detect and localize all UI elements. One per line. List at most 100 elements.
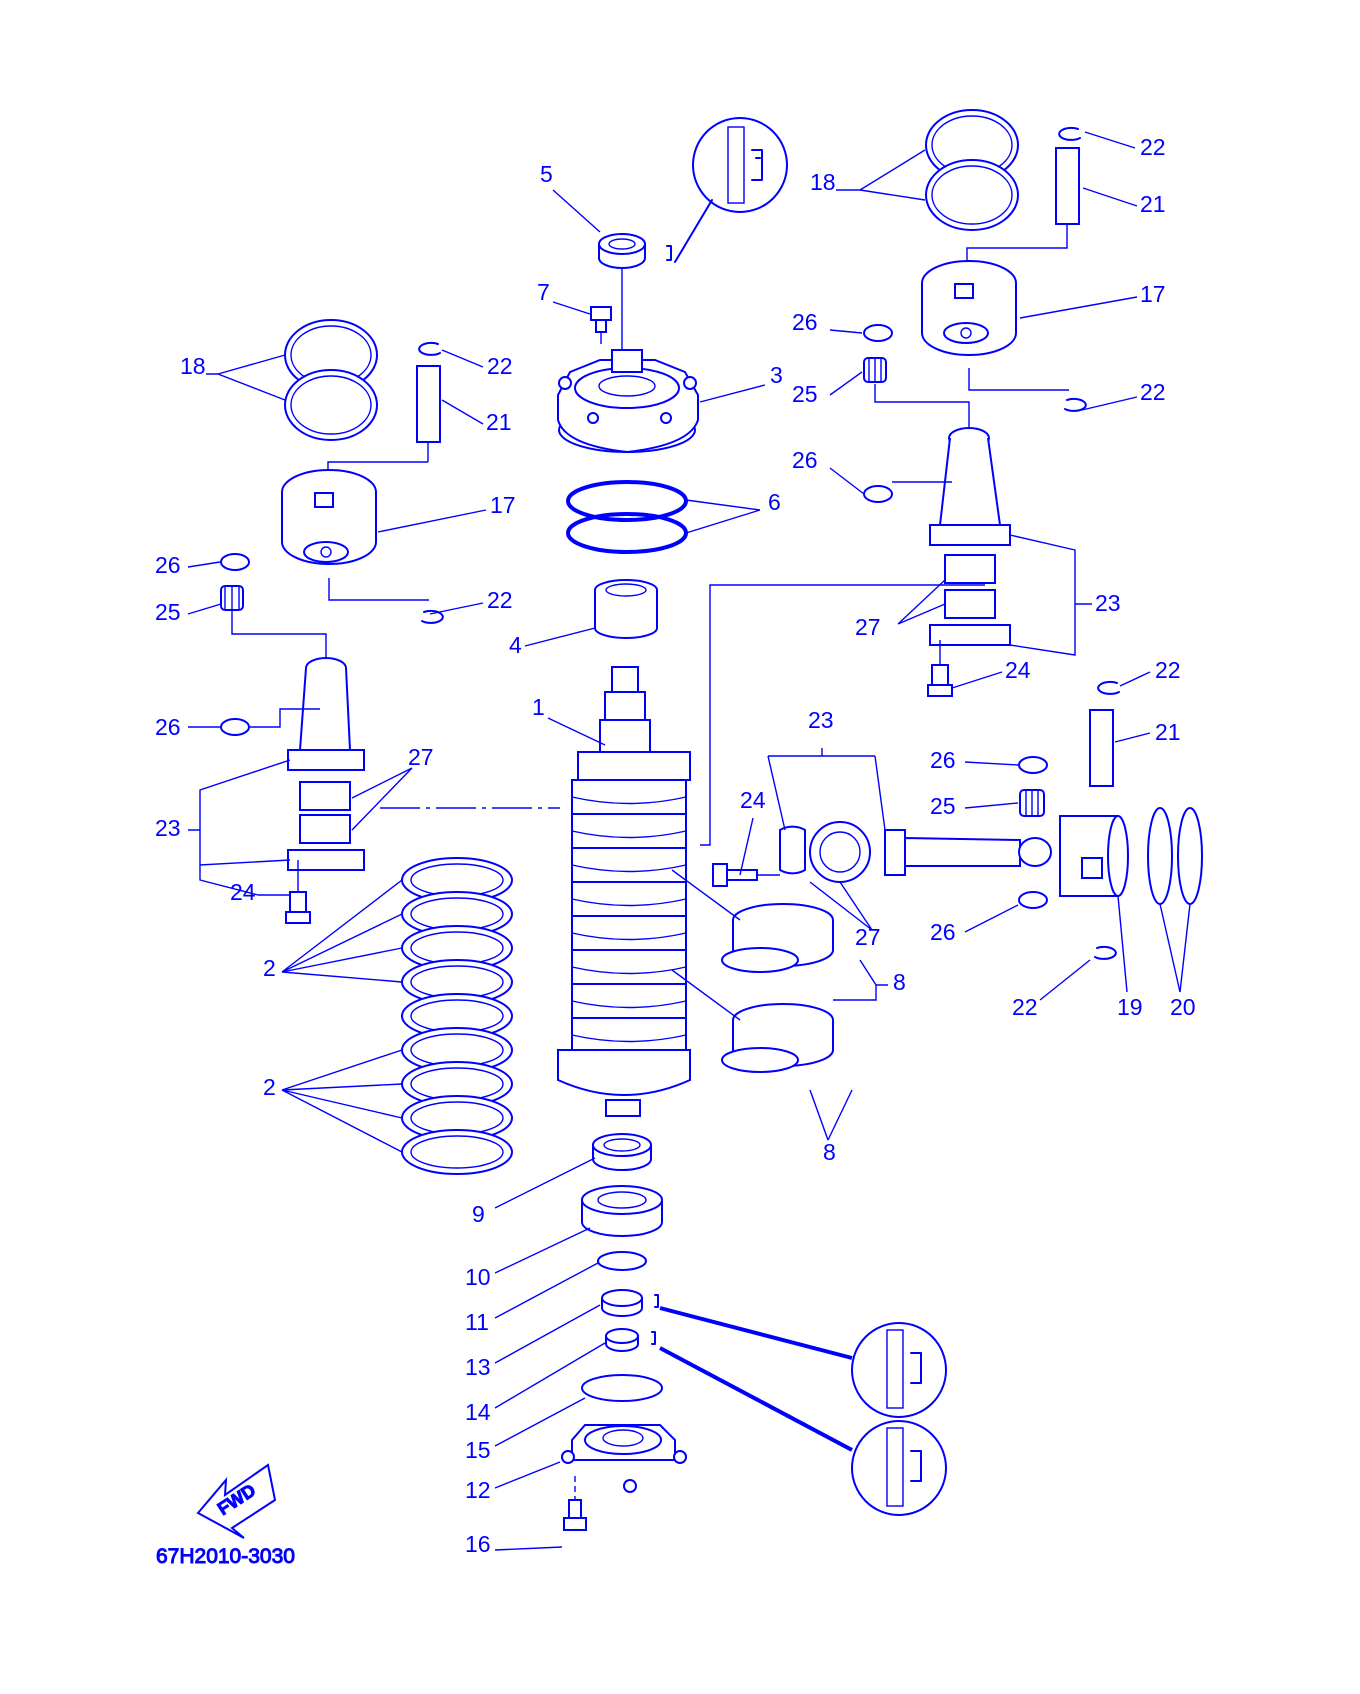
callout-c26R3: 26 (930, 747, 956, 773)
leader-line-c23L (188, 759, 291, 866)
leader-line-c22R1 (1084, 131, 1136, 149)
bolt-7 (590, 306, 612, 344)
needle-bearing-25-center (1019, 789, 1045, 817)
callout-c9: 9 (472, 1201, 485, 1227)
callout-c13: 13 (465, 1354, 491, 1380)
leader-line-c27C (809, 881, 873, 931)
callout-c26L1: 26 (155, 552, 181, 578)
piston-rings-20 (1147, 807, 1203, 905)
callout-c23R1: 23 (1095, 590, 1121, 616)
oil-seal-5 (598, 233, 672, 269)
leader-line-c18R (836, 149, 926, 201)
leader-line-c20 (1159, 903, 1191, 993)
main-bearing-halves-2 (401, 857, 513, 1175)
bolt-24-center (712, 863, 780, 887)
piston-rings-18-right (925, 109, 1019, 231)
leader-line-c24C (739, 817, 754, 876)
leader-line-c27L (351, 767, 413, 831)
piston-17-left (281, 469, 377, 565)
leader-line-c25L (187, 603, 222, 615)
leader-line-c26R1 (829, 329, 863, 334)
callout-c27L: 27 (408, 744, 434, 770)
callout-c17R: 17 (1140, 281, 1166, 307)
callout-c22L2: 22 (487, 587, 513, 613)
bolt-24-left (285, 860, 311, 924)
leader-line-c22R4 (1039, 959, 1091, 1001)
grease-symbol-icon (851, 1420, 947, 1516)
callout-c19: 19 (1117, 994, 1143, 1020)
washer-26-center-bottom (1018, 891, 1048, 909)
circlip-11 (597, 1251, 647, 1271)
callout-c12: 12 (465, 1477, 491, 1503)
callout-c22R1: 22 (1140, 134, 1166, 160)
leader-line-c17L (377, 509, 487, 533)
circlip-22-center-bottom (1094, 945, 1117, 960)
leader-line-c4 (524, 627, 596, 647)
circlip-22-left-bottom (421, 609, 444, 624)
callout-c24L: 24 (230, 879, 256, 905)
leader-line-c7 (552, 301, 591, 315)
callout-c3: 3 (770, 362, 783, 388)
callout-c25R2: 25 (930, 793, 956, 819)
callout-c21L: 21 (486, 409, 512, 435)
ball-bearing-10 (581, 1185, 663, 1237)
callout-c20: 20 (1170, 994, 1196, 1020)
callout-c7: 7 (537, 279, 550, 305)
connecting-rod-23-center (779, 821, 1052, 883)
circlip-22-right-lower (1097, 680, 1120, 695)
connecting-rod-23-right (929, 427, 1011, 646)
leader-line-c27R1 (897, 579, 946, 625)
callout-c26R2: 26 (792, 447, 818, 473)
o-rings-6 (566, 480, 688, 554)
grease-symbol-icon (851, 1322, 947, 1418)
leader-line-c6 (685, 499, 761, 534)
callout-c24R1: 24 (1005, 657, 1031, 683)
washer-26-right-mid (863, 485, 893, 503)
o-ring-15 (581, 1374, 663, 1402)
leader-line-c26L1 (187, 561, 221, 568)
leader-line-c26R3 (964, 761, 1019, 766)
piston-rings-18-left (284, 319, 378, 441)
leader-line-c18L (206, 354, 286, 401)
leader-line-c12 (494, 1461, 561, 1489)
connecting-rod-23-left (287, 657, 365, 871)
callout-c17L: 17 (490, 492, 516, 518)
callout-c21R1: 21 (1140, 191, 1166, 217)
leader-line-c10 (494, 1227, 591, 1274)
callout-c1: 1 (532, 694, 545, 720)
leader-line-c11 (494, 1262, 599, 1319)
callout-c18R: 18 (810, 169, 836, 195)
leader-line-c24L (199, 865, 290, 896)
callout-c22R2: 22 (1140, 379, 1166, 405)
leader-line-c26R4 (964, 904, 1019, 933)
grease-symbol-icon (674, 117, 788, 263)
piston-pin-21-right-lower (1089, 709, 1114, 787)
leader-line-c8b (809, 1089, 853, 1141)
leader-line-c25R1 (829, 371, 863, 396)
callout-c25L: 25 (155, 599, 181, 625)
needle-bearing-4 (594, 579, 658, 639)
callout-c18L: 18 (180, 353, 206, 379)
leader-line-c2a (281, 879, 403, 983)
callout-c26L2: 26 (155, 714, 181, 740)
callout-c22R4: 22 (1012, 994, 1038, 1020)
callout-c27R1: 27 (855, 614, 881, 640)
leader-line-c24R1 (951, 671, 1003, 689)
needle-bearing-25-left (220, 585, 244, 611)
callout-c10: 10 (465, 1264, 491, 1290)
oil-seal-13 (601, 1289, 659, 1317)
callout-c22L1: 22 (487, 353, 513, 379)
callout-c15: 15 (465, 1437, 491, 1463)
leader-line-c22L2 (429, 602, 484, 615)
piston-pin-21-left (416, 365, 441, 443)
callout-c8a: 8 (893, 969, 906, 995)
fwd-arrow-icon (196, 1463, 277, 1539)
callout-c14: 14 (465, 1399, 491, 1425)
leader-line-c17R (1019, 296, 1138, 319)
lower-bearing-housing-12 (561, 1424, 687, 1493)
callout-c6: 6 (768, 489, 781, 515)
bolt-16 (563, 1476, 587, 1531)
